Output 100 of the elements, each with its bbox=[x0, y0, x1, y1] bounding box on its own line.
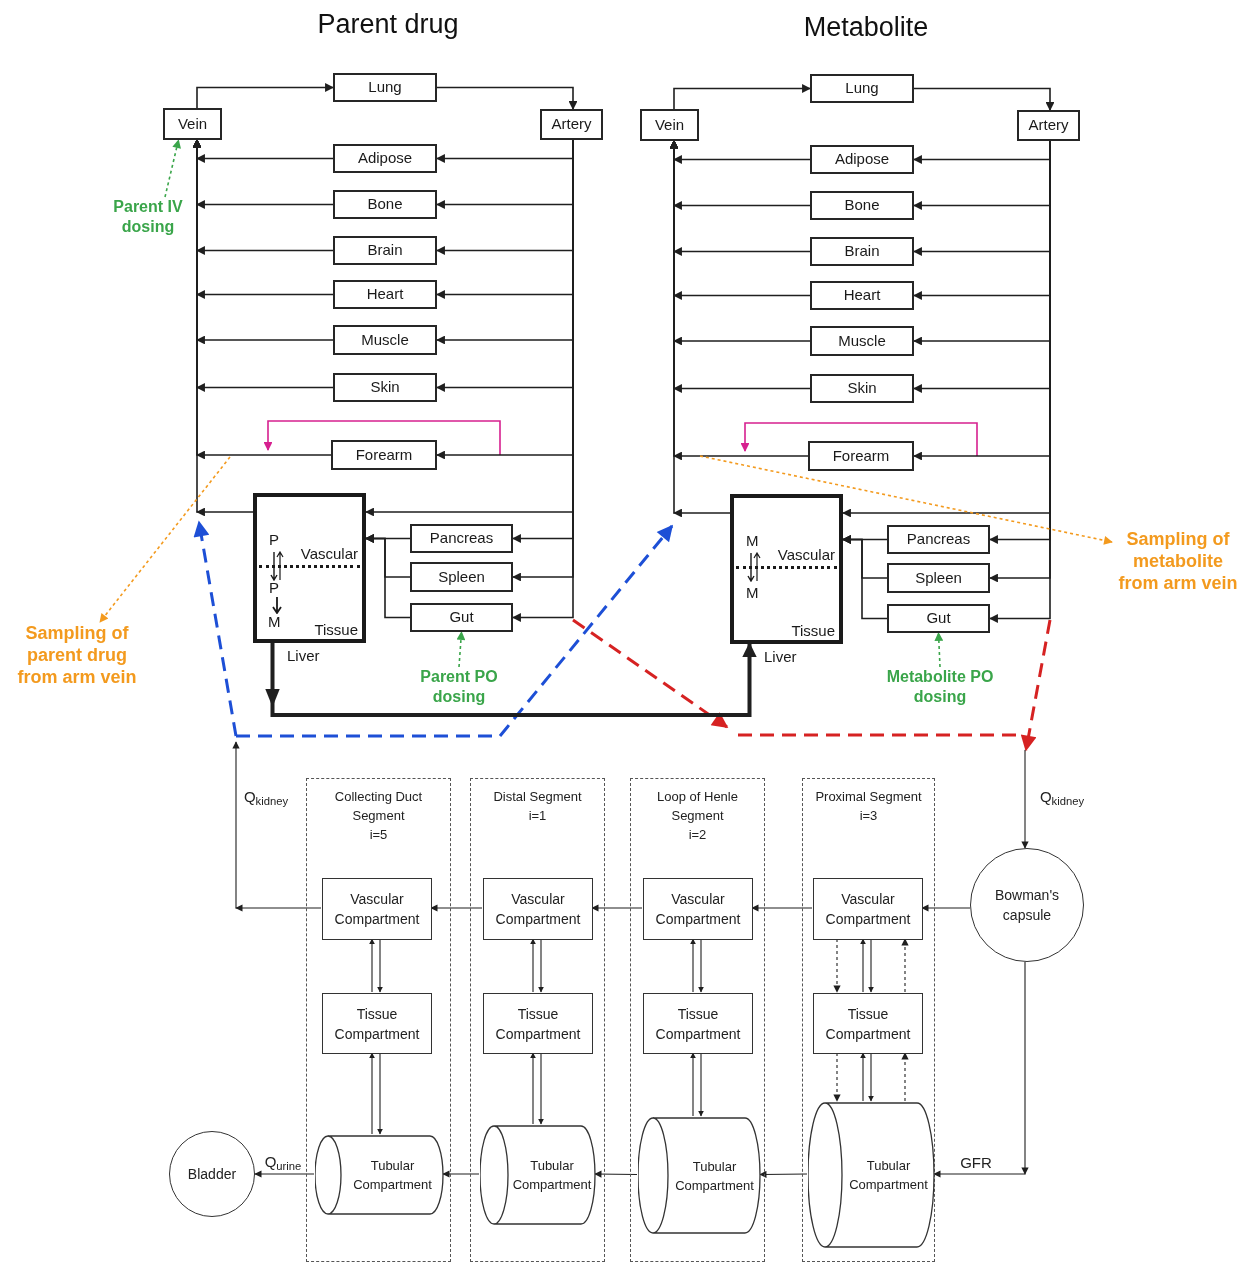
organ-box: Forearm bbox=[331, 440, 437, 470]
dotted-arrow bbox=[456, 631, 466, 668]
compartment-box: Vascular Compartment bbox=[483, 878, 593, 940]
segment-title: Proximal Segment bbox=[815, 788, 922, 806]
segment-title: i=3 bbox=[859, 807, 878, 825]
organ-box: Heart bbox=[333, 280, 437, 309]
organ-box: Muscle bbox=[810, 326, 914, 356]
harpoon-arrow bbox=[860, 1052, 866, 1102]
organ-box: Pancreas bbox=[410, 524, 513, 553]
arrow bbox=[670, 140, 731, 517]
segment-box bbox=[470, 778, 605, 1262]
species-label: P bbox=[269, 579, 279, 596]
organ-box: Spleen bbox=[410, 562, 513, 592]
arrow bbox=[196, 83, 334, 109]
organ-label: Liver bbox=[287, 647, 320, 664]
arrow bbox=[842, 535, 888, 620]
harpoon-arrow bbox=[530, 1052, 536, 1125]
arrow bbox=[933, 961, 1029, 1178]
harpoon-arrow bbox=[369, 1052, 375, 1135]
arrow bbox=[436, 86, 578, 110]
arrow bbox=[594, 1170, 638, 1178]
dotted-arrow bbox=[99, 456, 231, 623]
dosing-label: Parent PO dosing bbox=[409, 667, 509, 709]
organ-box: Bone bbox=[810, 191, 914, 220]
panel-title: Metabolite bbox=[803, 10, 929, 44]
harpoon-arrow bbox=[377, 938, 383, 993]
vessel-box: Artery bbox=[1017, 110, 1080, 141]
harpoon-arrow bbox=[369, 938, 375, 993]
compartment-box: Vascular Compartment bbox=[322, 878, 432, 940]
organ-box: Lung bbox=[810, 74, 914, 103]
organ-box: Adipose bbox=[333, 144, 437, 173]
sampling-label: Sampling of parent drug from arm vein bbox=[11, 622, 143, 692]
compartment-box: Tissue Compartment bbox=[322, 993, 432, 1054]
harpoon-arrow bbox=[698, 938, 704, 993]
compartment-box: Vascular Compartment bbox=[813, 878, 923, 940]
organ-box: Gut bbox=[410, 603, 513, 632]
tubular-cylinder: Tubular Compartment bbox=[808, 1102, 935, 1248]
harpoon-arrow bbox=[868, 1052, 874, 1102]
harpoon-arrow bbox=[377, 1052, 383, 1135]
harpoon-arrow bbox=[538, 1052, 544, 1125]
harpoon-arrow bbox=[530, 938, 536, 993]
compartment-box: Vascular Compartment bbox=[643, 878, 753, 940]
arrow bbox=[759, 1170, 808, 1179]
arrow bbox=[913, 87, 1055, 111]
organ-box: Brain bbox=[333, 236, 437, 265]
organ-box: Skin bbox=[333, 373, 437, 402]
organ-box: Heart bbox=[810, 281, 914, 310]
segment-box bbox=[802, 778, 935, 1262]
region-label: Tissue bbox=[791, 622, 835, 639]
sampling-label: Sampling of metabolite from arm vein bbox=[1112, 528, 1244, 598]
arrow bbox=[442, 1170, 480, 1178]
region-label: Tissue bbox=[314, 621, 358, 638]
panel-title: Parent drug bbox=[317, 7, 459, 41]
dotted-arrow bbox=[833, 1052, 841, 1102]
vessel-box: Artery bbox=[540, 109, 603, 140]
organ-box: Brain bbox=[810, 237, 914, 266]
arrow bbox=[751, 904, 813, 912]
segment-title: i=2 bbox=[688, 826, 707, 844]
dotted-arrow bbox=[901, 938, 909, 993]
dotted-arrow bbox=[934, 632, 944, 668]
dosing-label: Metabolite PO dosing bbox=[885, 667, 995, 709]
region-label: Vascular bbox=[300, 545, 358, 562]
harpoon-arrow bbox=[860, 938, 866, 993]
harpoon-arrow bbox=[698, 1052, 704, 1117]
arrow bbox=[673, 84, 811, 110]
species-label: P bbox=[269, 531, 279, 548]
organ-box: Muscle bbox=[333, 325, 437, 355]
dotted-arrow bbox=[699, 455, 1113, 545]
region-label: Vascular bbox=[777, 546, 835, 563]
tubular-cylinder: Tubular Compartment bbox=[638, 1117, 761, 1234]
harpoon-arrow bbox=[868, 938, 874, 993]
species-label: M bbox=[746, 532, 759, 549]
segment-box bbox=[630, 778, 765, 1262]
vessel-box: Vein bbox=[163, 108, 222, 140]
vessel-box: Vein bbox=[640, 109, 699, 141]
compartment-box: Tissue Compartment bbox=[643, 993, 753, 1054]
organ-box: Gut bbox=[887, 604, 990, 633]
arrow bbox=[232, 741, 322, 912]
dotted-arrow bbox=[833, 938, 841, 993]
arrow bbox=[921, 904, 971, 912]
dotted-arrow bbox=[901, 1052, 909, 1102]
organ-box: Adipose bbox=[810, 145, 914, 174]
arrow bbox=[254, 1170, 315, 1178]
dosing-label: Parent IV dosing bbox=[103, 197, 193, 239]
harpoon-arrow bbox=[690, 1052, 696, 1117]
organ-box: Forearm bbox=[808, 441, 914, 471]
arrow bbox=[193, 139, 254, 516]
tubular-cylinder: Tubular Compartment bbox=[480, 1125, 596, 1225]
harpoon-arrow bbox=[538, 938, 544, 993]
species-label: M bbox=[746, 584, 759, 601]
segment-title: i=5 bbox=[369, 826, 388, 844]
organ-box: Lung bbox=[333, 73, 437, 102]
organ-box: Pancreas bbox=[887, 525, 990, 554]
tubular-cylinder: Tubular Compartment bbox=[315, 1135, 444, 1215]
harpoon-arrow bbox=[690, 938, 696, 993]
compartment-box: Tissue Compartment bbox=[483, 993, 593, 1054]
segment-box bbox=[306, 778, 451, 1262]
organ-box: Skin bbox=[810, 374, 914, 403]
organ-box: Bone bbox=[333, 190, 437, 219]
arrow bbox=[1021, 749, 1029, 849]
